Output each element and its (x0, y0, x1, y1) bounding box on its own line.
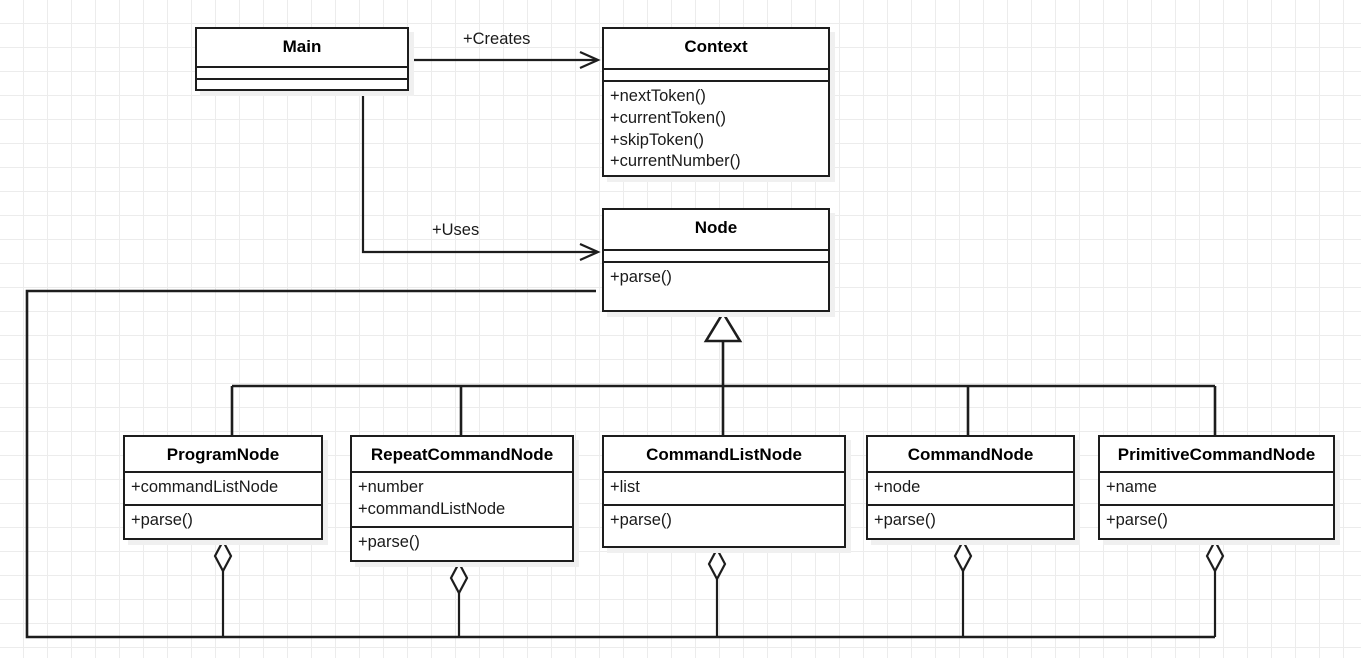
class-title-primitive-command-node: PrimitiveCommandNode (1100, 437, 1333, 473)
class-operations-command-node: +parse() (868, 506, 1073, 537)
class-attributes-primitive-command-node: +name (1100, 473, 1333, 506)
class-title-command-node: CommandNode (868, 437, 1073, 473)
class-title-program-node: ProgramNode (125, 437, 321, 473)
class-attributes-command-node: +node (868, 473, 1073, 506)
class-box-node[interactable]: Node +parse() (602, 208, 830, 312)
class-operations-node: +parse() (604, 263, 828, 294)
edge-label-creates: +Creates (463, 30, 531, 48)
class-member: +name (1106, 478, 1157, 496)
class-operations-primitive-command-node: +parse() (1100, 506, 1333, 537)
class-member: +parse() (358, 532, 420, 551)
class-attributes-context (604, 70, 828, 82)
class-member: +currentNumber() (610, 152, 741, 171)
class-attributes-repeat-command-node: +number +commandListNode (352, 473, 572, 528)
class-member: +number (358, 478, 424, 496)
class-member: +parse() (131, 510, 193, 529)
class-operations-context: +nextToken() +currentToken() +skipToken(… (604, 82, 828, 178)
class-operations-main (197, 80, 407, 92)
class-box-main[interactable]: Main (195, 27, 409, 91)
class-title-repeat-command-node: RepeatCommandNode (352, 437, 572, 473)
class-title-command-list-node: CommandListNode (604, 437, 844, 473)
class-operations-repeat-command-node: +parse() (352, 528, 572, 559)
edge-main-creates-context (409, 50, 601, 70)
class-member: +currentToken() (610, 108, 727, 127)
class-member: +skipToken() (610, 130, 704, 149)
class-member: +commandListNode (358, 499, 506, 518)
class-operations-program-node: +parse() (125, 506, 321, 537)
class-member: +commandListNode (131, 478, 279, 496)
class-attributes-node (604, 251, 828, 263)
edge-main-uses-node (361, 91, 601, 262)
edge-aggregation-bus (25, 289, 1225, 639)
class-box-program-node[interactable]: ProgramNode +commandListNode +parse() (123, 435, 323, 540)
class-member: +node (874, 478, 921, 496)
class-member: +parse() (610, 268, 672, 286)
class-title-main: Main (197, 29, 407, 68)
class-box-command-node[interactable]: CommandNode +node +parse() (866, 435, 1075, 540)
class-member: +parse() (874, 510, 936, 529)
class-member: +nextToken() (610, 87, 706, 105)
class-operations-command-list-node: +parse() (604, 506, 844, 537)
class-title-context: Context (604, 29, 828, 70)
class-title-node: Node (604, 210, 828, 251)
class-member: +list (610, 478, 640, 496)
class-box-command-list-node[interactable]: CommandListNode +list +parse() (602, 435, 846, 548)
class-box-repeat-command-node[interactable]: RepeatCommandNode +number +commandListNo… (350, 435, 574, 562)
class-box-context[interactable]: Context +nextToken() +currentToken() +sk… (602, 27, 830, 177)
edge-generalization-bus (230, 310, 1217, 435)
class-attributes-main (197, 68, 407, 80)
class-member: +parse() (1106, 510, 1168, 529)
class-attributes-program-node: +commandListNode (125, 473, 321, 506)
class-member: +parse() (610, 510, 672, 529)
edge-label-uses: +Uses (432, 221, 480, 239)
class-attributes-command-list-node: +list (604, 473, 844, 506)
class-box-primitive-command-node[interactable]: PrimitiveCommandNode +name +parse() (1098, 435, 1335, 540)
